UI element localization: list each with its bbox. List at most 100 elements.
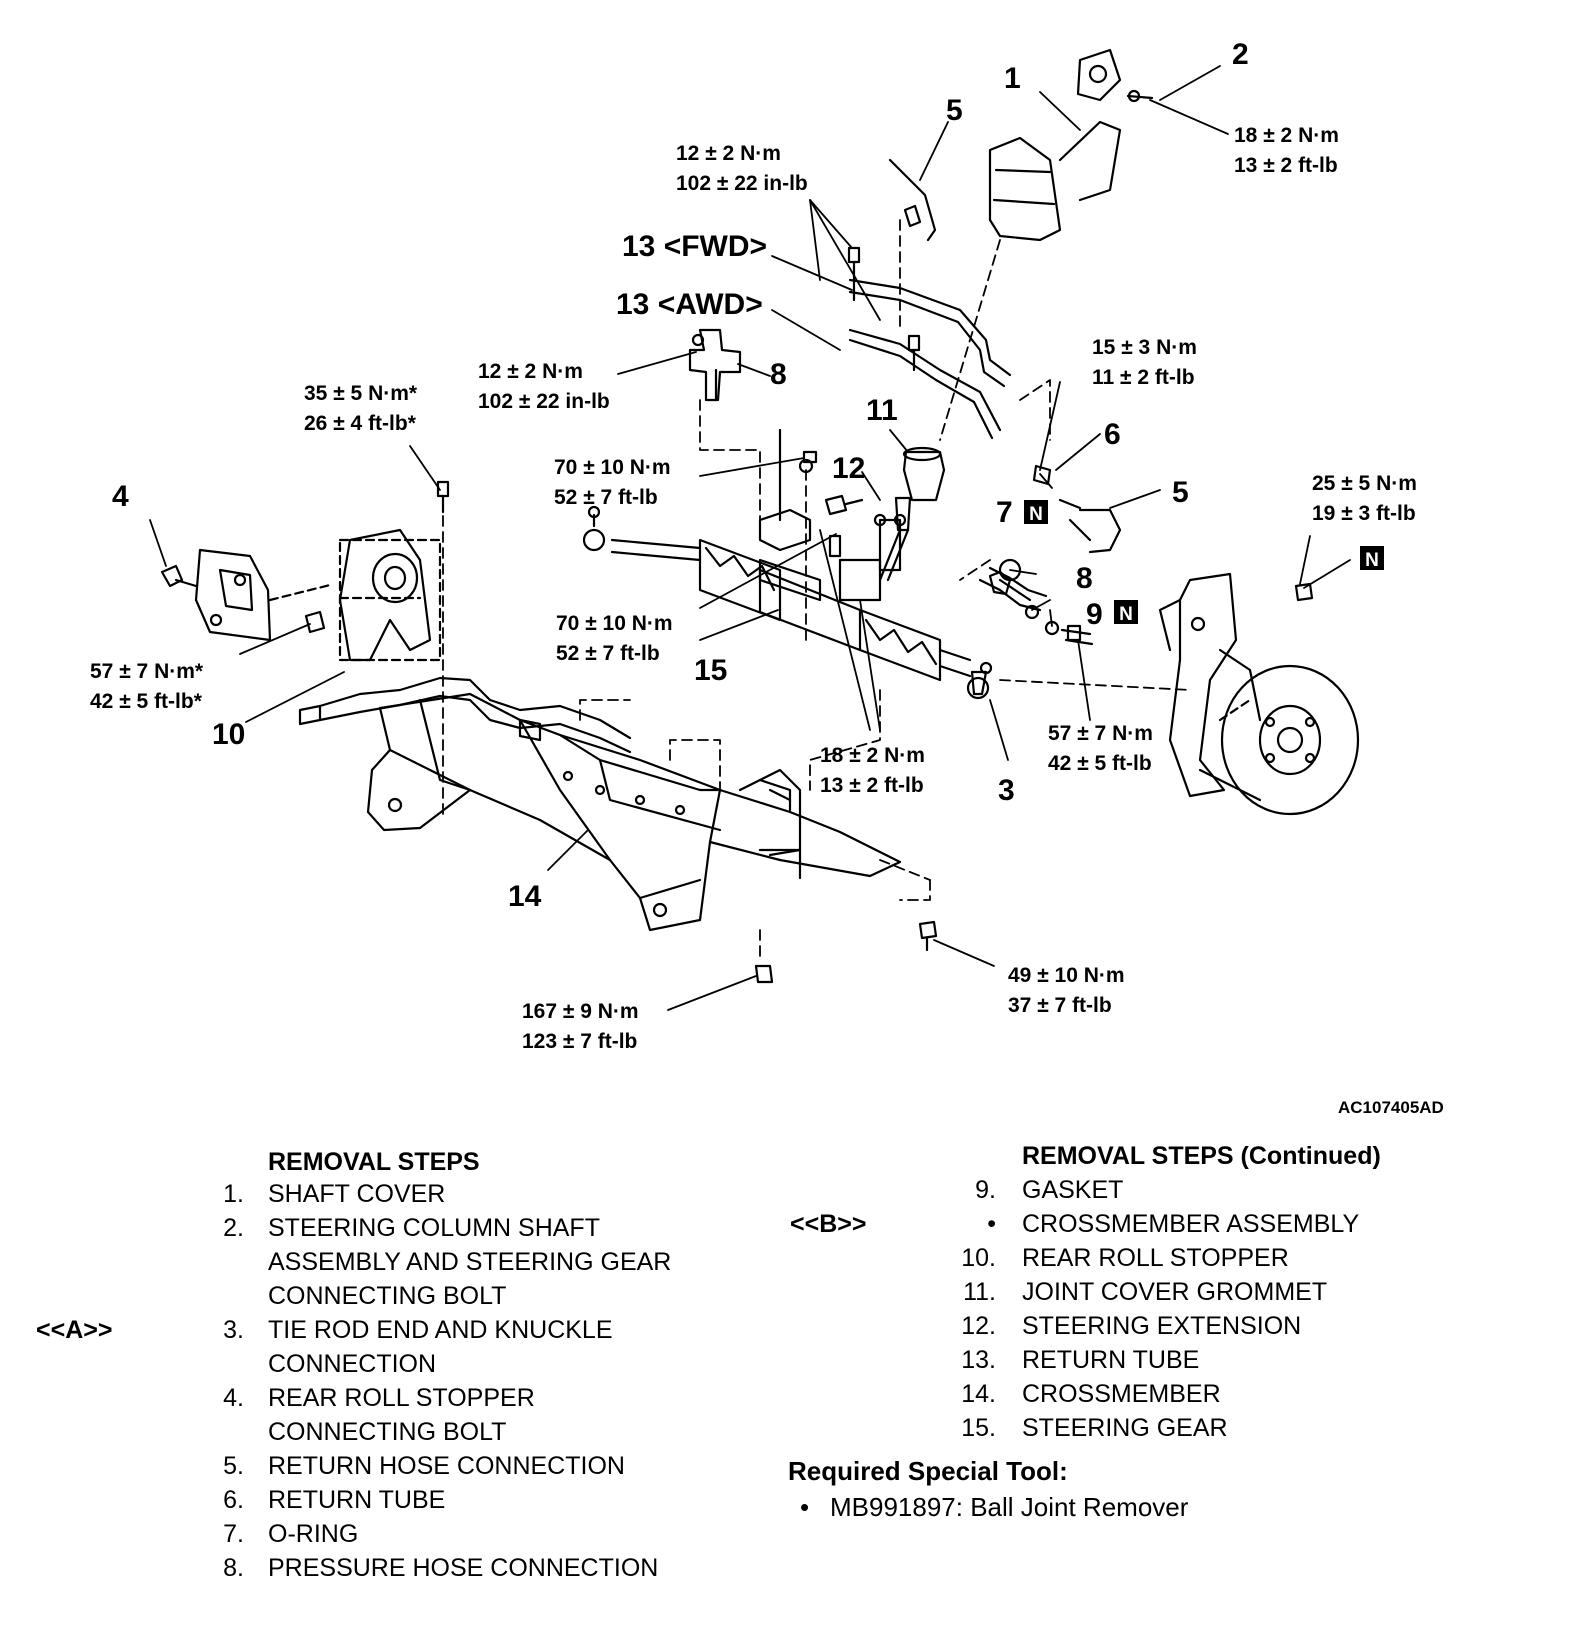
new-part-marker-9-label: N — [1119, 604, 1133, 625]
return-tube-drawing — [848, 158, 1122, 612]
step-4-text-line1: REAR ROLL STOPPER — [268, 1384, 535, 1412]
bolts-drawing — [160, 204, 1314, 984]
callout-13-awd: 13 <AWD> — [616, 288, 763, 321]
callout-15: 15 — [694, 654, 727, 687]
callout-9: 9 — [1086, 598, 1103, 631]
step-tag-a: <<A>> — [36, 1316, 113, 1344]
step-11-number: 11. — [963, 1278, 996, 1306]
step-14-text: CROSSMEMBER — [1022, 1380, 1221, 1408]
torque-knuckle-nut-nm: 25 ± 5 N·m — [1312, 472, 1417, 495]
torque-bracket-nm: 70 ± 10 N·m — [554, 456, 671, 479]
step-5-number: 5. — [223, 1452, 244, 1480]
torque-cross-rear-nm: 49 ± 10 N·m — [1008, 964, 1125, 987]
new-part-marker-7: N — [1024, 500, 1048, 525]
special-tool-heading: Required Special Tool: — [788, 1456, 1068, 1486]
exploded-view-diagram: 1 2 3 4 5 5 6 7 8 8 9 10 11 12 13 <FWD> … — [90, 38, 1417, 1053]
step-5-text: RETURN HOSE CONNECTION — [268, 1452, 625, 1480]
callout-5-top: 5 — [946, 94, 963, 127]
new-part-marker-9: N — [1114, 600, 1138, 625]
step-10-text: REAR ROLL STOPPER — [1022, 1244, 1289, 1272]
step-3-text-line2: CONNECTION — [268, 1350, 437, 1378]
steering-gear-drawing — [582, 505, 993, 700]
step-2-text-line2: ASSEMBLY AND STEERING GEAR — [268, 1248, 672, 1276]
special-tool-bullet: • — [800, 1492, 810, 1522]
step-2-text-line3: CONNECTING BOLT — [268, 1282, 507, 1310]
torque-ext-bolt-ft: 13 ± 2 ft-lb — [820, 774, 924, 797]
callout-11: 11 — [866, 394, 898, 427]
step-14-number: 14. — [961, 1380, 996, 1408]
step-crossmember-assembly-bullet: • — [987, 1210, 996, 1238]
torque-cross-rear-ft: 37 ± 7 ft-lb — [1008, 994, 1112, 1017]
step-15-text: STEERING GEAR — [1022, 1414, 1228, 1442]
step-3-text-line1: TIE ROD END AND KNUCKLE — [268, 1316, 613, 1344]
torque-cross-main-nm: 167 ± 9 N·m — [522, 1000, 639, 1023]
callout-8-left: 8 — [770, 358, 787, 391]
step-13-number: 13. — [961, 1346, 996, 1374]
new-part-marker-7-label: N — [1029, 504, 1043, 525]
step-6-text: RETURN TUBE — [268, 1486, 446, 1514]
step-9-number: 9. — [975, 1176, 996, 1204]
step-4-number: 4. — [223, 1384, 244, 1412]
step-12-number: 12. — [961, 1312, 996, 1340]
alignment-lines — [442, 219, 1191, 961]
step-8-text: PRESSURE HOSE CONNECTION — [268, 1554, 659, 1582]
callout-12: 12 — [832, 452, 865, 485]
torque-knuckle-nut-ft: 19 ± 3 ft-lb — [1312, 502, 1416, 525]
removal-steps-heading: REMOVAL STEPS — [268, 1148, 480, 1176]
callout-3: 3 — [998, 774, 1015, 807]
torque-eye-bolt-nm: 15 ± 3 N·m — [1092, 336, 1197, 359]
special-tool-item: • MB991897: Ball Joint Remover — [800, 1492, 1188, 1523]
torque-gasket-bolt-ft: 42 ± 5 ft-lb — [1048, 752, 1152, 775]
step-15-number: 15. — [961, 1414, 996, 1442]
callout-labels: 1 2 3 4 5 5 6 7 8 8 9 10 11 12 13 <FWD> … — [112, 38, 1249, 913]
figure-id: AC107405AD — [1338, 1098, 1444, 1117]
knuckle-disc-drawing — [1158, 572, 1360, 816]
callout-8-right: 8 — [1076, 562, 1093, 595]
callout-7: 7 — [996, 496, 1013, 529]
torque-pressure-hose-nm: 12 ± 2 N·m — [478, 360, 583, 383]
pressure-hose-bracket-drawing — [688, 328, 814, 552]
step-3-number: 3. — [223, 1316, 244, 1344]
torque-roll-side-nm: 57 ± 7 N·m* — [90, 660, 204, 683]
step-13-text: RETURN TUBE — [1022, 1346, 1200, 1374]
torque-col-bolt-ft: 13 ± 2 ft-lb — [1234, 154, 1338, 177]
step-7-text: O-RING — [268, 1520, 359, 1548]
step-1-number: 1. — [223, 1180, 244, 1208]
step-7-number: 7. — [223, 1520, 244, 1548]
step-6-number: 6. — [223, 1486, 244, 1514]
rear-roll-stopper-drawing — [194, 528, 442, 662]
callout-6: 6 — [1104, 418, 1121, 451]
callout-2: 2 — [1232, 38, 1249, 71]
torque-bracket-ft: 52 ± 7 ft-lb — [554, 486, 658, 509]
torque-gear-mount-nm: 70 ± 10 N·m — [556, 612, 673, 635]
step-9-text: GASKET — [1022, 1176, 1124, 1204]
torque-cross-main-ft: 123 ± 7 ft-lb — [522, 1030, 637, 1053]
torque-ext-bolt-nm: 18 ± 2 N·m — [820, 744, 925, 767]
callout-14: 14 — [508, 880, 542, 913]
new-part-marker-knuckle-nut: N — [1360, 546, 1384, 571]
torque-roll-top-ft: 26 ± 4 ft-lb* — [304, 412, 417, 435]
step-12-text: STEERING EXTENSION — [1022, 1312, 1302, 1340]
torque-eye-bolt-ft: 11 ± 2 ft-lb — [1092, 366, 1195, 389]
torque-col-bolt-nm: 18 ± 2 N·m — [1234, 124, 1339, 147]
torque-pressure-hose-in: 102 ± 22 in-lb — [478, 390, 610, 413]
new-part-marker-knuckle-nut-label: N — [1365, 550, 1379, 571]
shaft-cover-drawing — [988, 48, 1154, 242]
torque-return-tube-nm: 12 ± 2 N·m — [676, 142, 781, 165]
step-2-text-line1: STEERING COLUMN SHAFT — [268, 1214, 600, 1242]
step-2-number: 2. — [223, 1214, 244, 1242]
torque-gear-mount-ft: 52 ± 7 ft-lb — [556, 642, 660, 665]
step-1-text: SHAFT COVER — [268, 1180, 446, 1208]
callout-5-right: 5 — [1172, 476, 1189, 509]
step-crossmember-assembly-text: CROSSMEMBER ASSEMBLY — [1022, 1210, 1360, 1238]
grommet-extension-drawing — [873, 446, 946, 582]
torque-specs: 18 ± 2 N·m 13 ± 2 ft-lb 12 ± 2 N·m 102 ±… — [90, 124, 1417, 1053]
diagram-svg: 1 2 3 4 5 5 6 7 8 8 9 10 11 12 13 <FWD> … — [90, 38, 1417, 1053]
callout-13-fwd: 13 <FWD> — [622, 230, 767, 263]
special-tool-text: MB991897: Ball Joint Remover — [830, 1492, 1189, 1522]
torque-roll-side-ft: 42 ± 5 ft-lb* — [90, 690, 203, 713]
step-8-number: 8. — [223, 1554, 244, 1582]
new-part-markers: N N N — [1024, 500, 1384, 625]
step-tag-b: <<B>> — [790, 1210, 867, 1238]
removal-steps-continued-heading: REMOVAL STEPS (Continued) — [1022, 1142, 1381, 1170]
